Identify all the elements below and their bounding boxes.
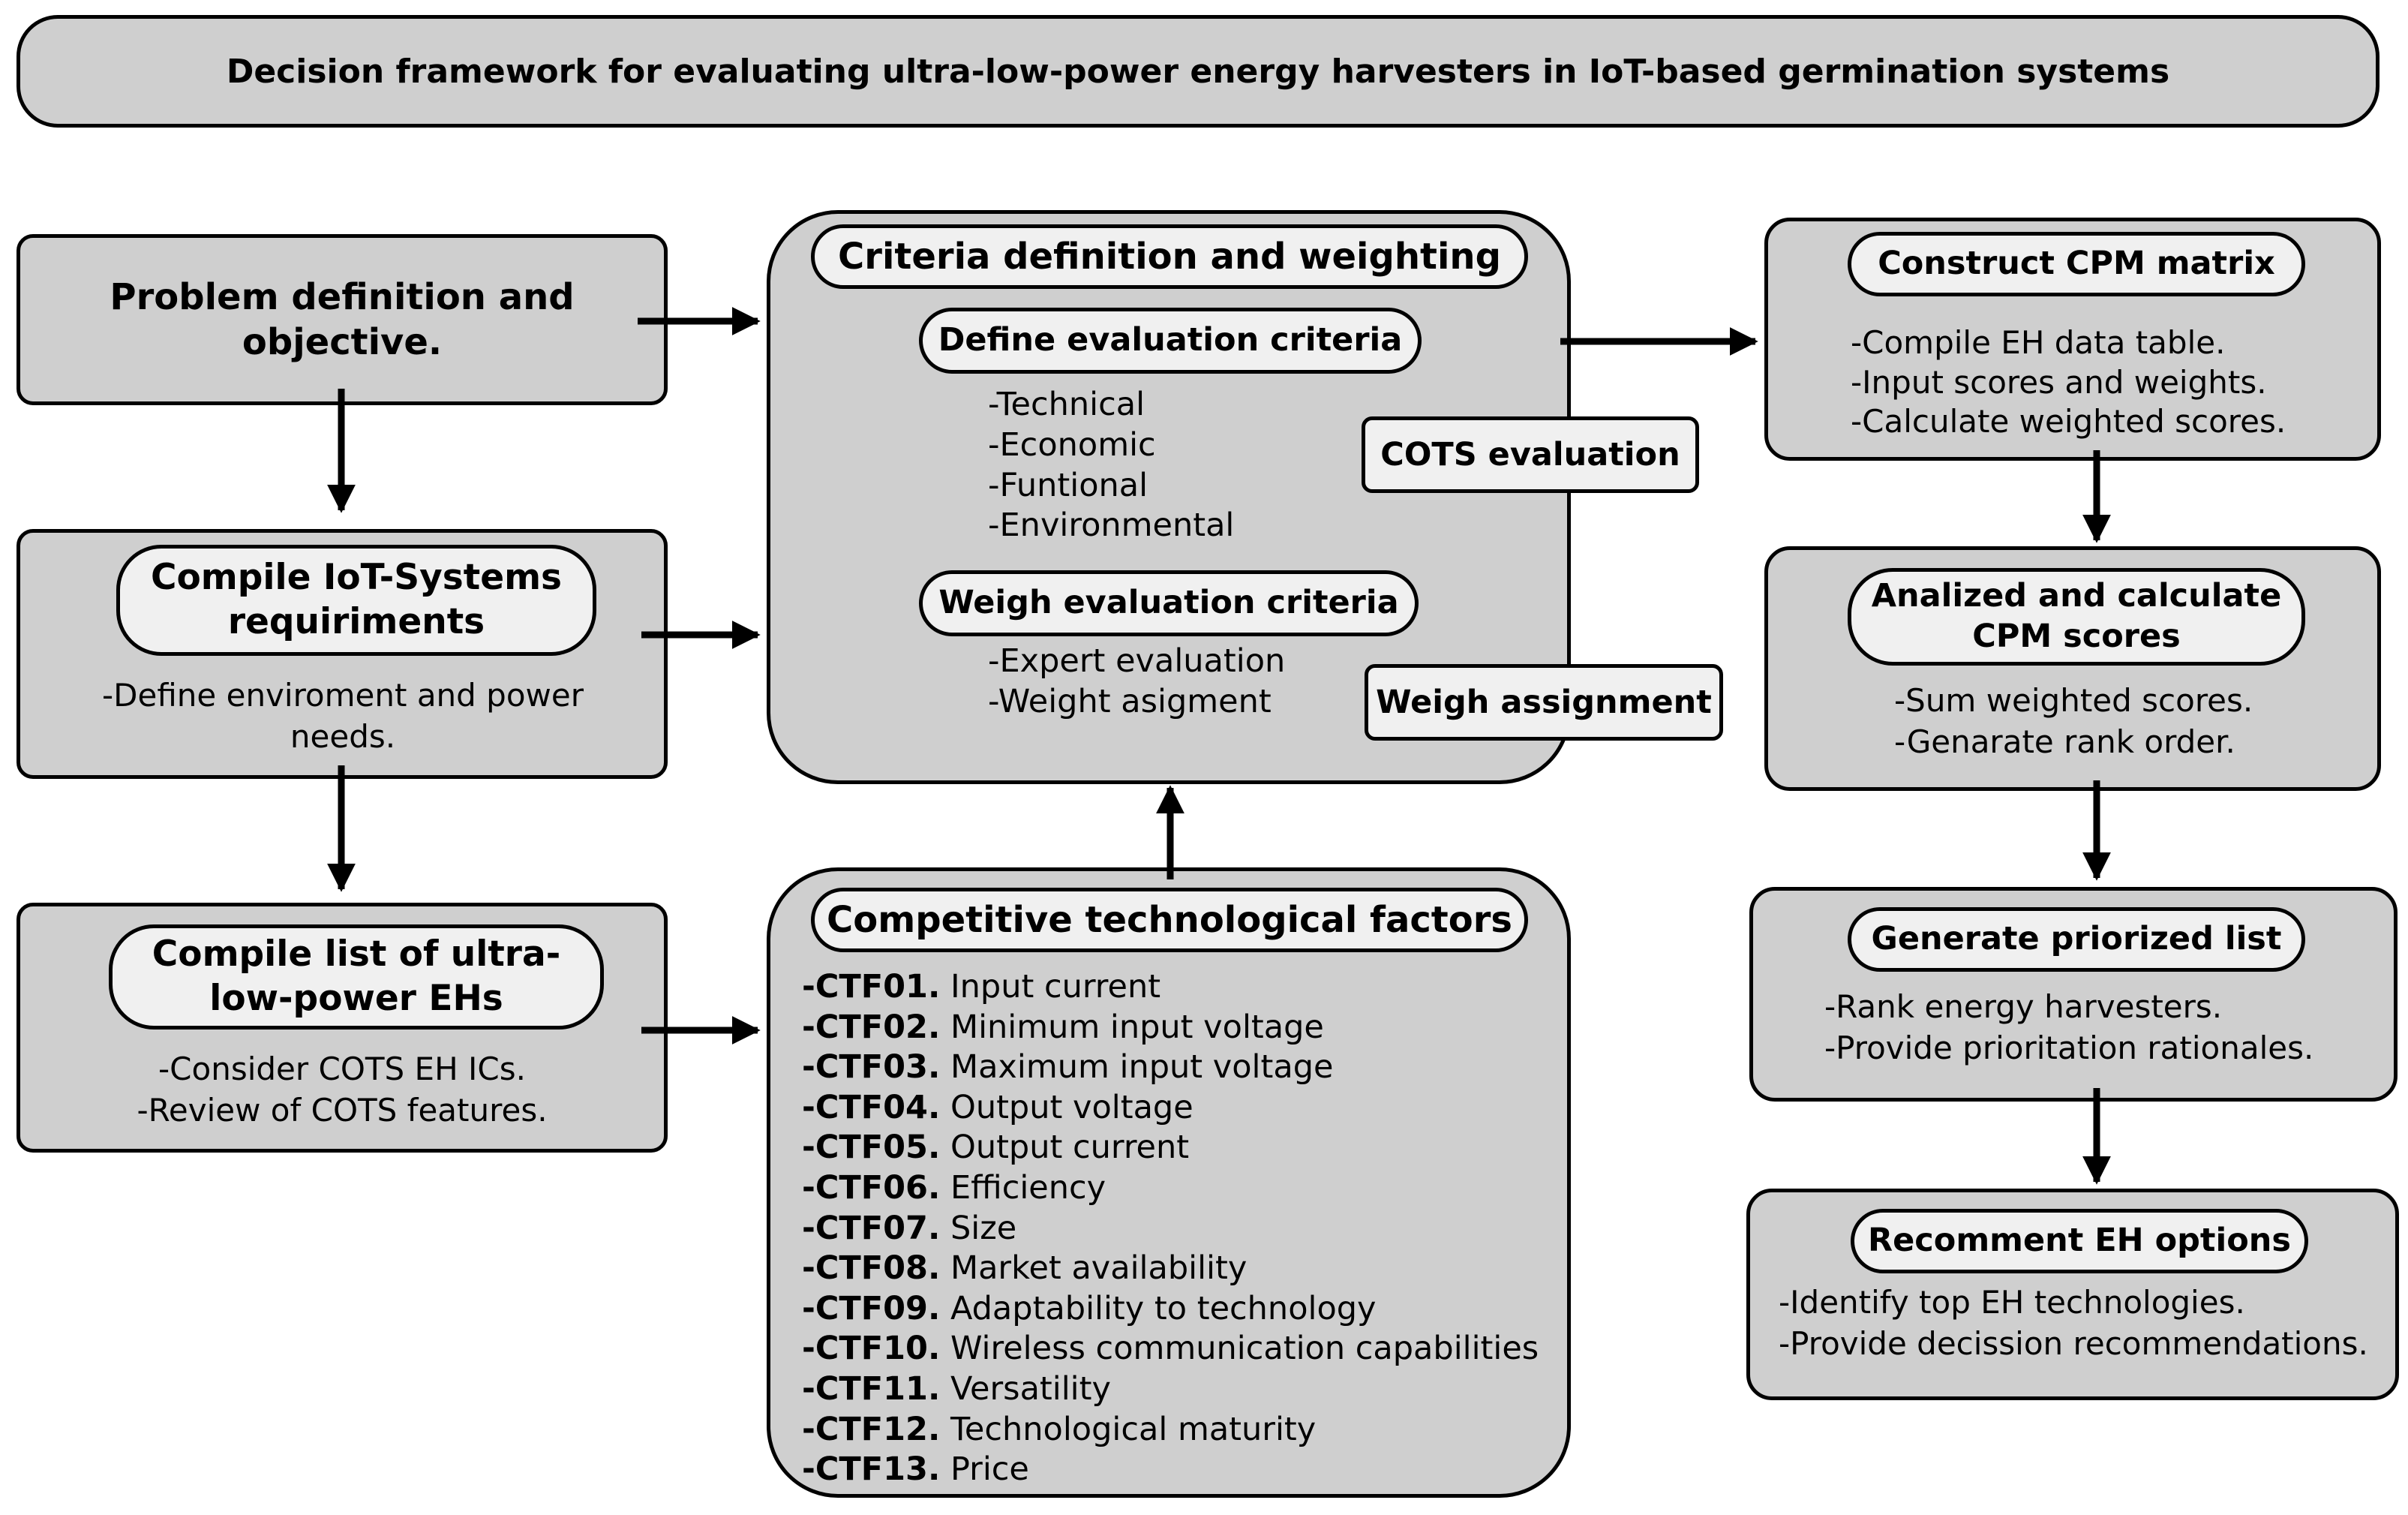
ctf-code: -CTF01. bbox=[802, 968, 941, 1005]
compile-eh-list-box: Compile list of ultra-low-power EHs -Con… bbox=[17, 903, 668, 1153]
list-item: -Identify top EH technologies. bbox=[1779, 1284, 2245, 1321]
diagram-title: Decision framework for evaluating ultra-… bbox=[226, 52, 2170, 91]
ctf-code: -CTF11. bbox=[802, 1369, 941, 1408]
ctf-item: -CTF02. Minimum input voltage bbox=[802, 1008, 1539, 1048]
list-item: -Rank energy harvesters. bbox=[1824, 988, 2223, 1025]
ctf-code: -CTF12. bbox=[802, 1410, 941, 1448]
ctf-label: Versatility bbox=[950, 1369, 1111, 1408]
construct-cpm-items: -Compile EH data table. -Input scores an… bbox=[1851, 323, 2286, 442]
list-item: -Provide decission recommendations. bbox=[1779, 1324, 2368, 1362]
cots-evaluation-tag: COTS evaluation bbox=[1362, 416, 1699, 493]
ctf-label: Size bbox=[950, 1209, 1017, 1247]
weigh-criteria-title: Weigh evaluation criteria bbox=[919, 570, 1419, 636]
ctf-list: -CTF01. Input current -CTF02. Minimum in… bbox=[802, 967, 1539, 1490]
title-banner: Decision framework for evaluating ultra-… bbox=[17, 15, 2379, 128]
list-item: -Input scores and weights. bbox=[1851, 363, 2267, 401]
ctf-label: Wireless communication capabilities bbox=[950, 1330, 1539, 1368]
ctf-title: Competitive technological factors bbox=[811, 888, 1528, 952]
compile-eh-list-title: Compile list of ultra-low-power EHs bbox=[109, 924, 604, 1030]
cpm-scores-box: Analized and calculate CPM scores -Sum w… bbox=[1764, 546, 2381, 791]
ctf-label: Input current bbox=[950, 968, 1161, 1005]
ctf-item: -CTF10. Wireless communication capabilit… bbox=[802, 1329, 1539, 1369]
prioritized-list-items: -Rank energy harvesters. -Provide priori… bbox=[1824, 987, 2313, 1069]
ctf-label: Efficiency bbox=[950, 1168, 1106, 1207]
list-item: -Provide prioritation rationales. bbox=[1824, 1029, 2314, 1066]
prioritized-list-title: Generate priorized list bbox=[1848, 907, 2305, 972]
ctf-label: Technological maturity bbox=[950, 1410, 1317, 1448]
ctf-code: -CTF03. bbox=[802, 1048, 941, 1087]
ctf-item: -CTF12. Technological maturity bbox=[802, 1410, 1539, 1450]
recommend-eh-title: Recomment EH options bbox=[1851, 1209, 2308, 1273]
ctf-item: -CTF05. Output current bbox=[802, 1128, 1539, 1168]
construct-cpm-title: Construct CPM matrix bbox=[1848, 232, 2305, 296]
list-item: -Review of COTS features. bbox=[137, 1091, 548, 1129]
ctf-item: -CTF11. Versatility bbox=[802, 1369, 1539, 1410]
list-item: -Calculate weighted scores. bbox=[1851, 403, 2286, 440]
ctf-box: Competitive technological factors -CTF01… bbox=[767, 867, 1571, 1498]
compile-requirements-body: -Define enviroment and power needs. bbox=[102, 677, 584, 755]
define-criteria-items: -Technical -Economic -Funtional -Environ… bbox=[988, 385, 1234, 546]
weigh-assignment-tag: Weigh assignment bbox=[1365, 664, 1723, 741]
cpm-scores-title: Analized and calculate CPM scores bbox=[1848, 568, 2305, 666]
ctf-item: -CTF04. Output voltage bbox=[802, 1088, 1539, 1129]
ctf-label: Output current bbox=[950, 1129, 1190, 1167]
ctf-code: -CTF13. bbox=[802, 1450, 941, 1489]
list-item: -Genarate rank order. bbox=[1894, 723, 2235, 760]
recommend-eh-box: Recomment EH options -Identify top EH te… bbox=[1746, 1189, 2399, 1400]
list-item: -Weight asigment bbox=[988, 682, 1272, 720]
list-item: -Consider COTS EH ICs. bbox=[158, 1051, 526, 1087]
ctf-label: Minimum input voltage bbox=[950, 1008, 1324, 1046]
list-item: -Compile EH data table. bbox=[1851, 324, 2226, 361]
cpm-scores-items: -Sum weighted scores. -Genarate rank ord… bbox=[1894, 681, 2253, 762]
criteria-definition-box: Criteria definition and weighting Define… bbox=[767, 210, 1723, 784]
list-item: -Environmental bbox=[988, 507, 1235, 545]
problem-definition-title: Problem definition and objective. bbox=[110, 276, 575, 363]
ctf-item: -CTF06. Efficiency bbox=[802, 1168, 1539, 1209]
ctf-label: Maximum input voltage bbox=[950, 1048, 1334, 1087]
ctf-label: Adaptability to technology bbox=[950, 1289, 1377, 1327]
define-criteria-title: Define evaluation criteria bbox=[919, 308, 1422, 374]
ctf-code: -CTF06. bbox=[802, 1168, 941, 1207]
compile-requirements-box: Compile IoT-Systems requiriments -Define… bbox=[17, 529, 668, 779]
ctf-code: -CTF02. bbox=[802, 1008, 941, 1046]
list-item: -Technical bbox=[988, 386, 1145, 423]
compile-requirements-title: Compile IoT-Systems requiriments bbox=[116, 545, 596, 656]
ctf-item: -CTF09. Adaptability to technology bbox=[802, 1289, 1539, 1330]
ctf-code: -CTF04. bbox=[802, 1088, 941, 1126]
ctf-code: -CTF07. bbox=[802, 1209, 941, 1247]
compile-eh-list-items: -Consider COTS EH ICs. -Review of COTS f… bbox=[20, 1049, 664, 1131]
ctf-item: -CTF08. Market availability bbox=[802, 1249, 1539, 1289]
ctf-code: -CTF05. bbox=[802, 1129, 941, 1167]
ctf-code: -CTF09. bbox=[802, 1289, 941, 1327]
list-item: -Expert evaluation bbox=[988, 642, 1286, 680]
ctf-item: -CTF07. Size bbox=[802, 1209, 1539, 1249]
ctf-item: -CTF03. Maximum input voltage bbox=[802, 1048, 1539, 1088]
list-item: -Sum weighted scores. bbox=[1894, 682, 2253, 719]
list-item: -Funtional bbox=[988, 466, 1148, 504]
ctf-label: Output voltage bbox=[950, 1088, 1193, 1126]
ctf-label: Price bbox=[950, 1450, 1029, 1489]
construct-cpm-box: Construct CPM matrix -Compile EH data ta… bbox=[1764, 218, 2381, 461]
recommend-eh-items: -Identify top EH technologies. -Provide … bbox=[1779, 1282, 2368, 1364]
ctf-code: -CTF10. bbox=[802, 1330, 941, 1368]
list-item: -Economic bbox=[988, 425, 1156, 464]
ctf-item: -CTF13. Price bbox=[802, 1450, 1539, 1490]
ctf-code: -CTF08. bbox=[802, 1249, 941, 1288]
weigh-criteria-items: -Expert evaluation -Weight asigment bbox=[988, 642, 1285, 723]
prioritized-list-box: Generate priorized list -Rank energy har… bbox=[1749, 887, 2397, 1102]
criteria-definition-title: Criteria definition and weighting bbox=[811, 224, 1528, 289]
ctf-item: -CTF01. Input current bbox=[802, 967, 1539, 1008]
ctf-label: Market availability bbox=[950, 1249, 1248, 1288]
